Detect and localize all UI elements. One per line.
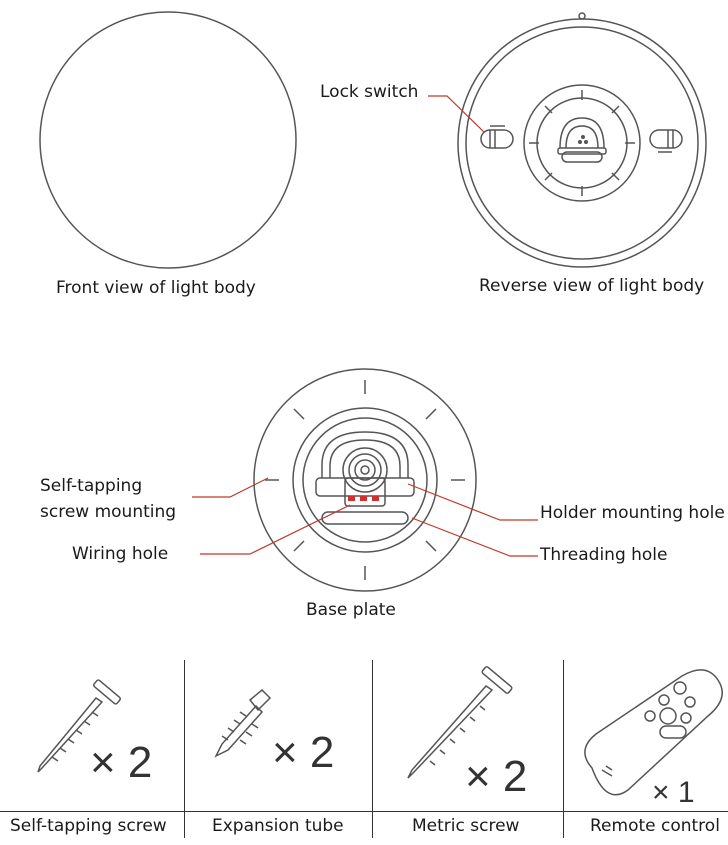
divider-2 bbox=[372, 660, 373, 838]
self-tapping-screw-mounting-label-2: screw mounting bbox=[40, 502, 177, 522]
lock-switch-label: Lock switch bbox=[320, 82, 419, 102]
remote-control-quantity: × 1 bbox=[652, 776, 695, 809]
front-view-caption: Front view of light body bbox=[56, 278, 256, 298]
reverse-view-caption: Reverse view of light body bbox=[479, 276, 705, 296]
expansion-tube-label: Expansion tube bbox=[212, 816, 344, 836]
expansion-tube-quantity: × 2 bbox=[272, 728, 335, 777]
expansion-tube-icon bbox=[214, 688, 272, 758]
holder-mounting-hole-label: Holder mounting hole bbox=[540, 503, 725, 523]
metric-screw-quantity: × 2 bbox=[465, 752, 528, 801]
self-tapping-screw-label: Self-tapping screw bbox=[10, 816, 167, 836]
wiring-hole-label: Wiring hole bbox=[72, 544, 169, 564]
self-tapping-screw-quantity: × 2 bbox=[90, 738, 153, 787]
self-tapping-screw-mounting-label-1: Self-tapping bbox=[40, 476, 143, 496]
threading-hole-label: Threading hole bbox=[540, 545, 668, 565]
divider-1 bbox=[184, 660, 185, 838]
metric-screw-label: Metric screw bbox=[412, 816, 520, 836]
divider-3 bbox=[563, 660, 564, 838]
remote-control-label: Remote control bbox=[590, 816, 720, 836]
base-plate-caption: Base plate bbox=[306, 600, 396, 620]
accessories-baseline bbox=[0, 811, 728, 812]
